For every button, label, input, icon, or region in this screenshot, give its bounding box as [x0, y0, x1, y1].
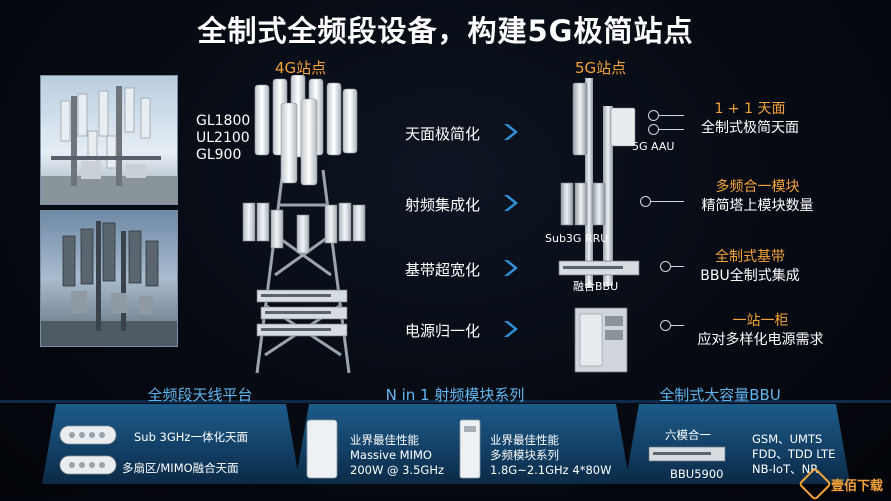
band-list: GL1800 UL2100 GL900 — [196, 113, 250, 164]
rf-left-line: Massive MIMO — [350, 448, 432, 462]
rf-right-line: 1.8G~2.1GHz 4*80W — [490, 463, 612, 477]
rf-left-line: 200W @ 3.5GHz — [350, 463, 445, 477]
connector-dot — [660, 320, 671, 331]
section-title-5g: 5G站点 — [575, 59, 627, 77]
middle-label-baseband: 基带超宽化 — [405, 261, 481, 279]
connector-dot — [648, 110, 659, 121]
annotation-detail: 全制式极简天面 — [701, 120, 799, 136]
site-photo-4g-tower — [40, 210, 178, 347]
device-label-rru: Sub3G RRU — [545, 232, 609, 245]
panel-title-bbu: 全制式大容量BBU — [659, 386, 781, 404]
annotation-detail: BBU全制式集成 — [700, 268, 800, 284]
middle-label-power: 电源归一化 — [405, 322, 481, 340]
annotation-antenna: 1 + 1 天面 全制式极简天面 — [690, 100, 810, 138]
section-title-4g: 4G站点 — [275, 59, 327, 77]
rf-left-line: 业界最佳性能 — [350, 433, 419, 447]
bbu-modes: GSM、UMTS FDD、TDD LTE NB-IoT、NR — [752, 432, 835, 477]
bbu-device-caption: 六模合一 — [665, 428, 711, 442]
massive-mimo-aau-image — [306, 419, 338, 479]
annotation-detail: 应对多样化电源需求 — [697, 332, 824, 348]
bbu-mode-line: GSM、UMTS — [752, 432, 823, 446]
chevron-right-icon — [504, 124, 518, 140]
rf-left-text: 业界最佳性能 Massive MIMO 200W @ 3.5GHz — [350, 433, 444, 478]
connector-dot — [648, 124, 659, 135]
bbu-mode-line: FDD、TDD LTE — [752, 447, 836, 461]
antenna-product-image — [59, 425, 117, 475]
watermark-logo-icon — [798, 467, 832, 501]
rf-right-line: 业界最佳性能 — [490, 433, 559, 447]
annotation-heading: 全制式基带 — [715, 249, 785, 265]
annotation-power: 一站一柜 应对多样化电源需求 — [688, 312, 833, 350]
connector-line — [659, 115, 684, 116]
rru-product-image — [459, 419, 481, 479]
site-photo-4g-rooftop — [40, 75, 178, 205]
watermark-text: 壹佰下载 — [830, 478, 883, 494]
connector-line — [659, 129, 684, 130]
bbu-mode-line: NB-IoT、NR — [752, 462, 819, 476]
connector-line — [651, 201, 684, 202]
annotation-heading: 一站一柜 — [732, 313, 789, 329]
band-item: GL1800 — [196, 113, 251, 129]
connector-line — [671, 266, 684, 267]
annotation-heading: 1 + 1 天面 — [714, 101, 786, 117]
device-label-bbu: 融合BBU — [573, 280, 619, 293]
band-item: GL900 — [196, 147, 242, 163]
slide-title: 全制式全频段设备，构建5G极简站点 — [197, 14, 694, 48]
annotation-detail: 精简塔上模块数量 — [701, 198, 814, 214]
connector-line — [671, 325, 684, 326]
divider-strip — [0, 400, 891, 403]
panel-title-antenna: 全频段天线平台 — [147, 386, 253, 404]
middle-label-rf: 射频集成化 — [405, 196, 481, 214]
middle-label-antenna: 天面极简化 — [405, 125, 481, 143]
rf-right-text: 业界最佳性能 多频模块系列 1.8G~2.1GHz 4*80W — [490, 433, 611, 478]
4g-tower-illustration — [242, 75, 366, 374]
device-label-aau: 5G AAU — [632, 140, 675, 153]
watermark: 壹佰下载 — [798, 467, 883, 501]
rf-right-line: 多频模块系列 — [490, 448, 559, 462]
bbu-device-name: BBU5900 — [670, 467, 724, 481]
5g-site-illustration — [558, 78, 640, 373]
annotation-rf: 多频合一模块 精简塔上模块数量 — [690, 178, 825, 216]
panel-title-rf: N in 1 射频模块系列 — [385, 386, 525, 404]
chevron-right-icon — [504, 195, 518, 211]
connector-dot — [660, 261, 671, 272]
antenna-line-2: 多扇区/MIMO融合天面 — [122, 461, 239, 475]
chevron-right-icon — [504, 260, 518, 276]
panel-bbu — [625, 404, 850, 484]
band-item: UL2100 — [196, 130, 250, 146]
bbu5900-image — [648, 446, 726, 462]
annotation-baseband: 全制式基带 BBU全制式集成 — [690, 248, 810, 286]
antenna-line-1: Sub 3GHz一体化天面 — [134, 430, 248, 444]
chevron-right-icon — [504, 321, 518, 337]
connector-dot — [640, 196, 651, 207]
annotation-heading: 多频合一模块 — [715, 179, 800, 195]
